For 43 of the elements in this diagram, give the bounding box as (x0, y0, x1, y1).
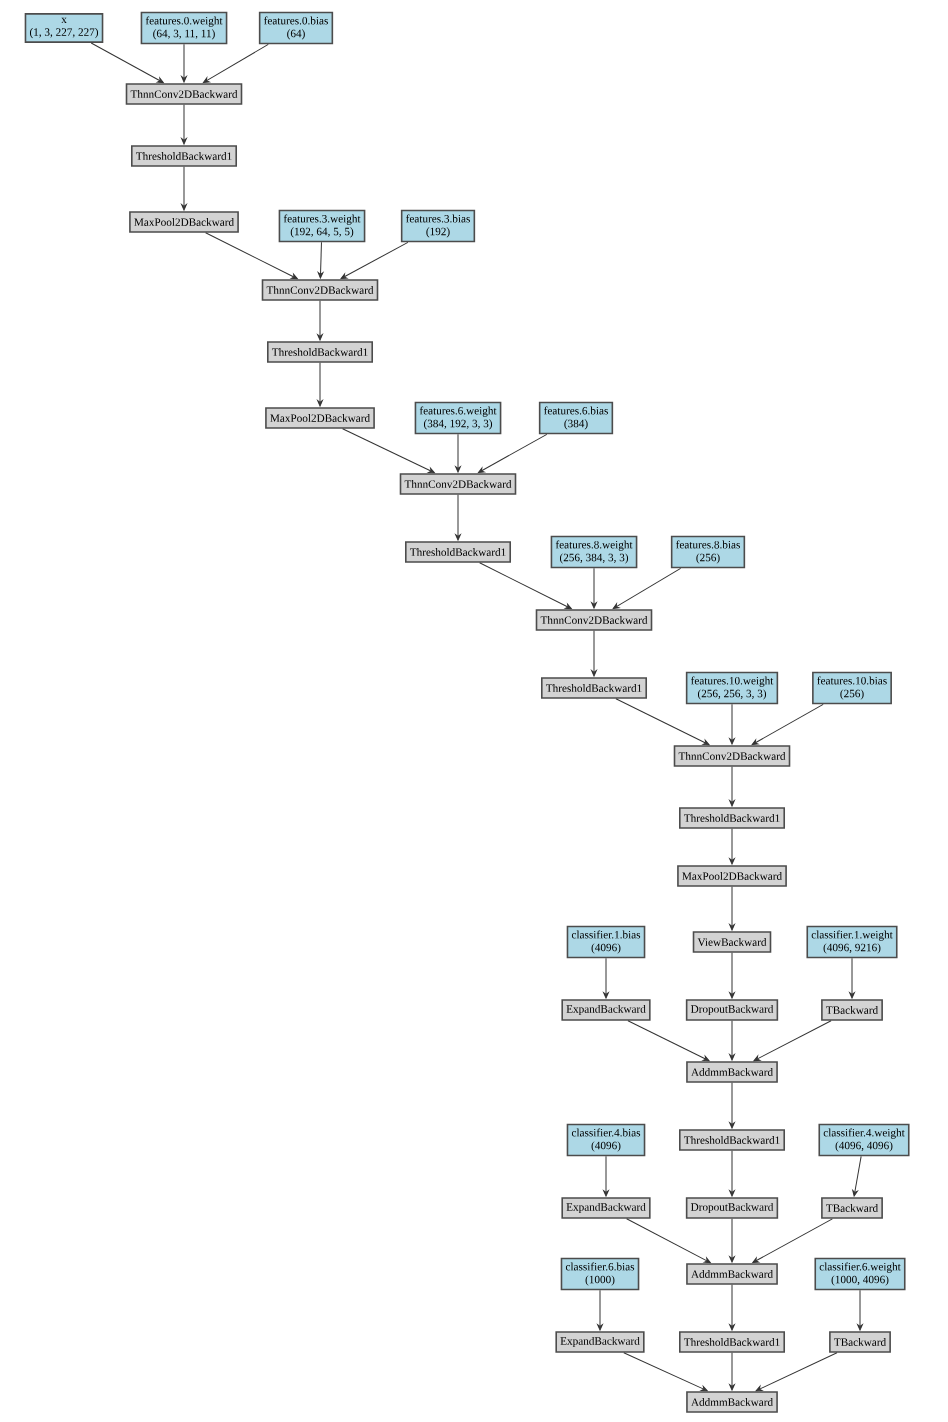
arrow (623, 1352, 708, 1392)
arrow (755, 1352, 838, 1392)
arrow (181, 43, 187, 83)
arrow (90, 42, 164, 84)
arrow (626, 1218, 711, 1264)
arrow (181, 166, 187, 211)
arrow (317, 241, 324, 279)
arrow (729, 1082, 735, 1129)
arrow (752, 1218, 833, 1264)
arrow (591, 630, 597, 677)
arrow (729, 1150, 735, 1197)
arrow (615, 698, 710, 746)
arrow (479, 562, 572, 610)
arrow (477, 433, 548, 474)
arrow (181, 104, 187, 145)
arrow (729, 1020, 735, 1061)
arrow (603, 1155, 609, 1197)
arrow (729, 1218, 735, 1263)
arrow (753, 1020, 832, 1062)
arrow (455, 494, 461, 541)
arrow (729, 1352, 735, 1391)
arrow (627, 1020, 710, 1062)
arrow (591, 567, 597, 609)
arrow (751, 703, 824, 746)
arrow (597, 1289, 603, 1331)
arrow (455, 433, 461, 473)
arrow (729, 952, 735, 999)
arrow (857, 1289, 863, 1331)
arrow (317, 362, 323, 407)
arrow (342, 428, 435, 474)
arrow (849, 957, 855, 999)
arrow (729, 766, 735, 807)
arrow (729, 1284, 735, 1331)
arrow (202, 43, 269, 84)
arrow (317, 300, 323, 341)
arrow (612, 567, 682, 610)
arrow (729, 703, 735, 745)
arrow (852, 1155, 862, 1197)
arrow (205, 232, 298, 280)
arrow (603, 957, 609, 999)
arrow (729, 886, 735, 931)
arrow (729, 828, 735, 865)
arrow (340, 241, 409, 280)
